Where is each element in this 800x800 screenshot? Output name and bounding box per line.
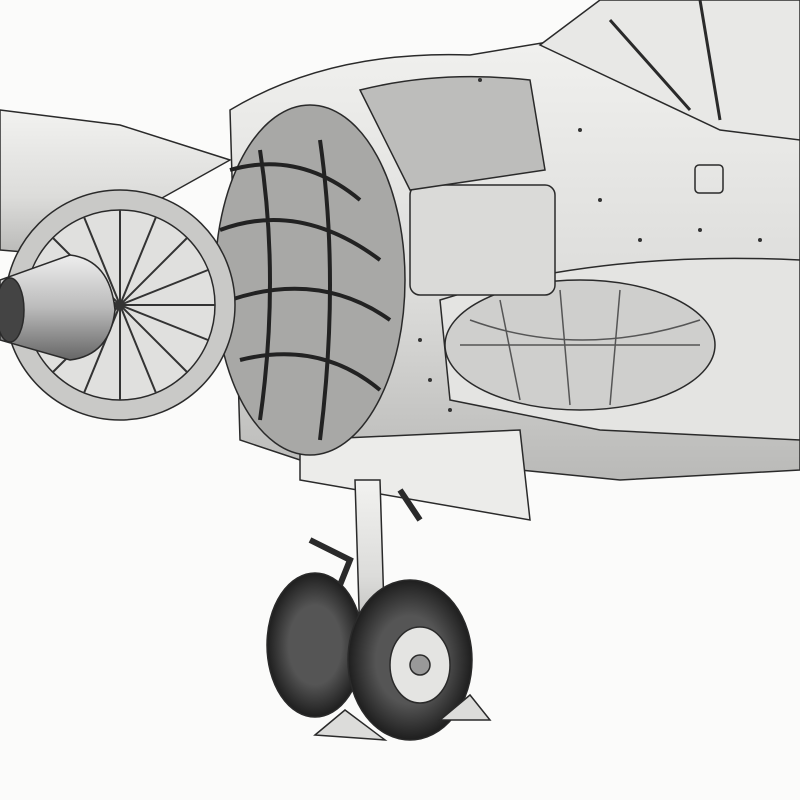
fuselage-hatch [695,165,723,193]
access-panel [410,185,555,295]
hub-opening [0,278,24,342]
canopy [540,0,800,140]
canopy-frame [610,0,720,120]
wheel-chock-right [440,695,490,720]
rivets [418,78,762,412]
propeller-hub-cone [0,255,115,360]
wheel-axle [410,655,430,675]
engine-plumbing [220,140,390,440]
wheel-well-fairing [300,430,530,520]
wing-root-ribs [460,290,700,405]
cylinder-fins [25,210,215,400]
wheel-chock-left [315,710,385,740]
upper-engine-cutaway [360,77,545,190]
engine-bay [215,105,405,455]
